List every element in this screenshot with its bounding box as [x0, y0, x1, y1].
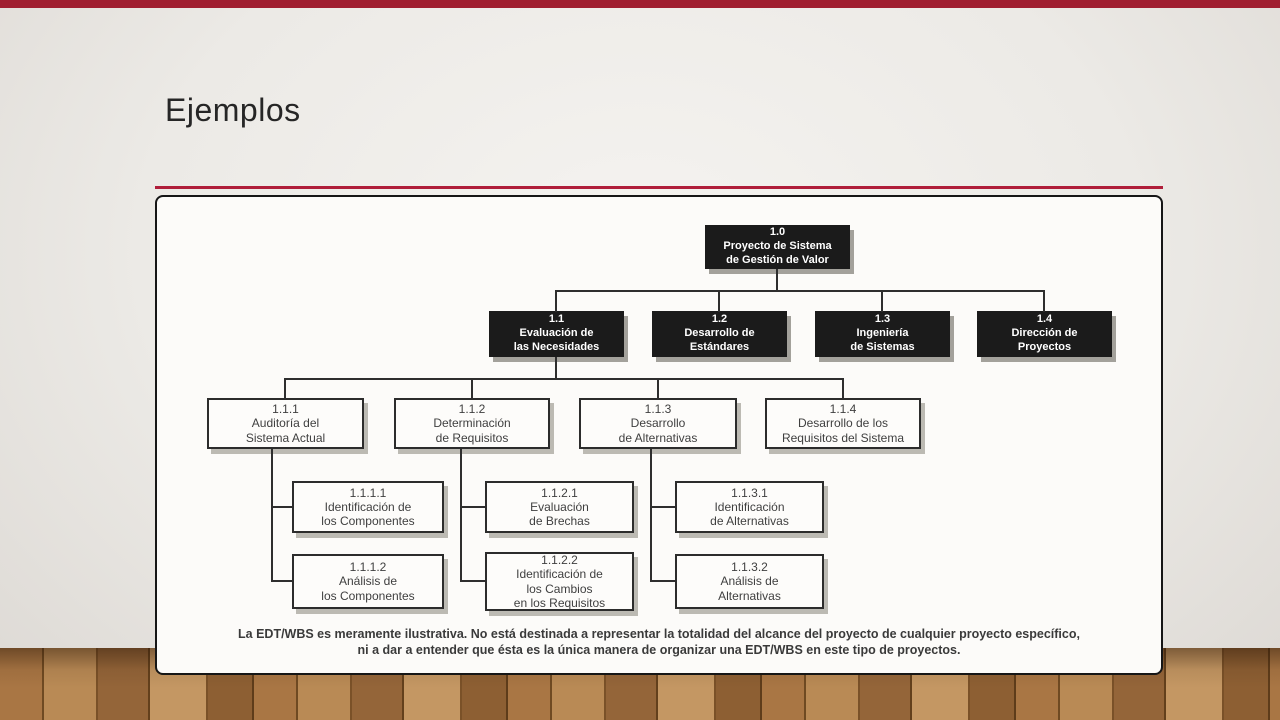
wbs-node-1-4: 1.4 Dirección de Proyectos — [977, 311, 1112, 357]
node-label: Identificación de Alternativas — [710, 499, 789, 529]
node-label: Evaluación de las Necesidades — [513, 327, 600, 353]
connector-line — [555, 291, 557, 312]
connector-line — [460, 580, 485, 582]
connector-line — [1043, 291, 1045, 312]
node-id: 1.4 — [1036, 313, 1053, 326]
connector-line — [271, 506, 292, 508]
node-label: Análisis de los Componentes — [321, 574, 415, 603]
connector-line — [284, 379, 286, 399]
connector-line — [555, 290, 1045, 292]
connector-line — [657, 379, 659, 399]
wbs-node-1-1-2: 1.1.2 Determinación de Requisitos — [394, 398, 550, 449]
wbs-node-1-1-3-1: 1.1.3.1 Identificación de Alternativas — [675, 481, 824, 533]
wbs-node-1-1: 1.1 Evaluación de las Necesidades — [489, 311, 624, 357]
slide-title: Ejemplos — [165, 92, 301, 128]
node-id: 1.1.3 — [644, 402, 672, 417]
connector-line — [271, 580, 292, 582]
connector-line — [776, 269, 778, 292]
wbs-note: La EDT/WBS es meramente ilustrativa. No … — [238, 627, 1080, 657]
connector-line — [718, 291, 720, 312]
node-id: 1.3 — [874, 313, 891, 326]
node-id: 1.1.4 — [829, 402, 857, 417]
wbs-node-1-1-3-2: 1.1.3.2 Análisis de Alternativas — [675, 554, 824, 609]
diagram-accent-line — [155, 186, 1163, 189]
wbs-node-1-1-3: 1.1.3 Desarrollo de Alternativas — [579, 398, 737, 449]
wbs-node-1-0: 1.0 Proyecto de Sistema de Gestión de Va… — [705, 225, 850, 269]
node-id: 1.1.2.2 — [541, 553, 578, 568]
node-label: Desarrollo de los Requisitos del Sistema — [781, 416, 905, 445]
connector-line — [460, 506, 485, 508]
node-label: Auditoría del Sistema Actual — [245, 416, 326, 445]
node-label: Análisis de Alternativas — [718, 574, 781, 603]
connector-line — [842, 379, 844, 399]
node-label: Desarrollo de Alternativas — [618, 416, 698, 445]
node-id: 1.1.3.1 — [731, 485, 768, 500]
node-label: Identificación de los Componentes — [321, 499, 415, 529]
node-label: Determinación de Requisitos — [433, 416, 511, 445]
node-id: 1.1.2 — [458, 402, 486, 417]
connector-line — [460, 449, 462, 582]
wbs-panel: 1.0 Proyecto de Sistema de Gestión de Va… — [155, 195, 1163, 675]
wbs-node-1-1-1-1: 1.1.1.1 Identificación de los Componente… — [292, 481, 444, 533]
node-label: Desarrollo de Estándares — [684, 327, 755, 353]
connector-line — [650, 506, 675, 508]
node-id: 1.1.1.2 — [349, 560, 387, 575]
node-label: Proyecto de Sistema de Gestión de Valor — [723, 240, 832, 266]
wbs-node-1-2: 1.2 Desarrollo de Estándares — [652, 311, 787, 357]
connector-line — [271, 449, 273, 582]
node-id: 1.1.2.1 — [541, 485, 578, 500]
node-label: Identificación de los Cambios en los Req… — [513, 567, 606, 610]
connector-line — [881, 291, 883, 312]
node-label: Dirección de Proyectos — [1011, 327, 1078, 353]
node-label: Evaluación de Brechas — [529, 499, 590, 529]
node-id: 1.2 — [711, 313, 728, 326]
node-id: 1.1.1 — [272, 402, 299, 417]
wbs-node-1-1-1: 1.1.1 Auditoría del Sistema Actual — [207, 398, 364, 449]
node-id: 1.1 — [548, 313, 565, 326]
wbs-node-1-1-1-2: 1.1.1.2 Análisis de los Componentes — [292, 554, 444, 609]
wbs-node-1-1-2-2: 1.1.2.2 Identificación de los Cambios en… — [485, 552, 634, 611]
connector-line — [284, 378, 844, 380]
wbs-node-1-1-2-1: 1.1.2.1 Evaluación de Brechas — [485, 481, 634, 533]
connector-line — [471, 379, 473, 399]
node-id: 1.0 — [769, 226, 786, 239]
connector-line — [650, 449, 652, 582]
connector-line — [555, 357, 557, 379]
node-id: 1.1.1.1 — [349, 485, 387, 500]
node-id: 1.1.3.2 — [731, 560, 768, 575]
wbs-node-1-3: 1.3 Ingeniería de Sistemas — [815, 311, 950, 357]
top-accent-bar — [0, 0, 1280, 8]
connector-line — [650, 580, 675, 582]
wbs-node-1-1-4: 1.1.4 Desarrollo de los Requisitos del S… — [765, 398, 921, 449]
node-label: Ingeniería de Sistemas — [850, 327, 915, 353]
